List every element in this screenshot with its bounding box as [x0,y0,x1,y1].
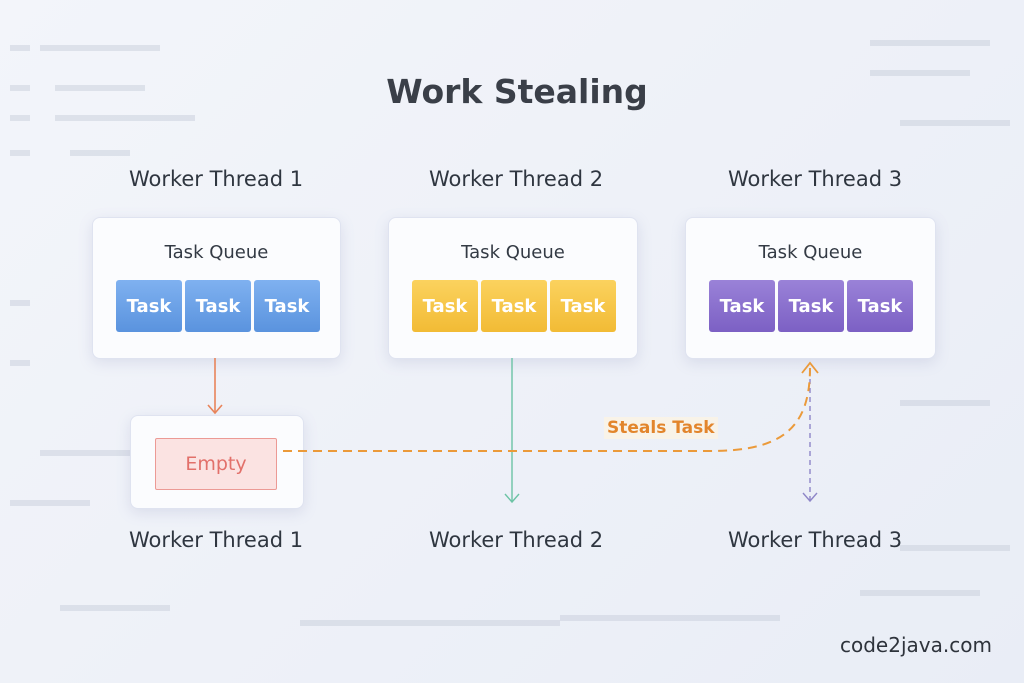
task-block: Task [412,280,478,332]
worker-1-task-queue: Task Queue Task Task Task [92,217,341,359]
empty-queue-box: Empty [155,438,277,490]
worker-1-empty-card: Empty [130,415,304,509]
queue-label: Task Queue [461,242,565,263]
task-block: Task [116,280,182,332]
worker-1-header: Worker Thread 1 [128,167,304,191]
worker-3-bottom-label: Worker Thread 3 [727,528,903,552]
diagram-title: Work Stealing [386,72,648,111]
arrow-head-down [802,492,818,503]
task-block: Task [778,280,844,332]
task-block: Task [847,280,913,332]
steal-arrow-head [801,361,819,374]
task-block: Task [481,280,547,332]
steals-task-label: Steals Task [604,417,718,439]
worker-2-header: Worker Thread 2 [428,167,604,191]
queue-label: Task Queue [758,242,863,263]
arrow-worker1-down [207,358,223,415]
worker-1-bottom-label: Worker Thread 1 [128,528,304,552]
worker-2-task-queue: Task Queue Task Task Task [388,217,638,359]
brand-watermark: code2java.com [840,633,992,657]
worker-3-header: Worker Thread 3 [727,167,903,191]
arrow-worker2-down [504,358,520,504]
task-block: Task [254,280,320,332]
steals-task-dashed-path [283,367,811,452]
worker-3-task-queue: Task Queue Task Task Task [685,217,936,359]
queue-label: Task Queue [164,242,269,263]
task-block: Task [550,280,616,332]
task-block: Task [709,280,775,332]
worker-2-bottom-label: Worker Thread 2 [428,528,604,552]
task-block: Task [185,280,251,332]
